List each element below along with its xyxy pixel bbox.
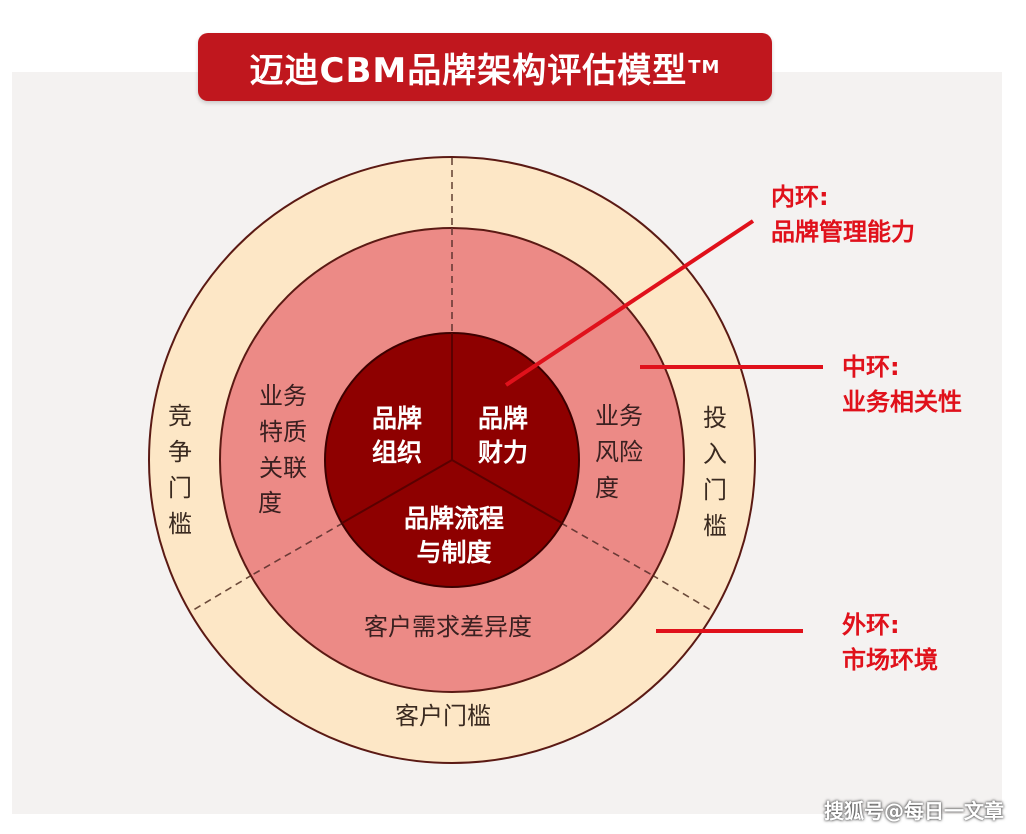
callout-middle-desc: 业务相关性: [842, 388, 962, 416]
outer-customer-label: 客户门槛: [395, 702, 491, 730]
callout-inner-desc: 品牌管理能力: [771, 218, 915, 246]
outer-investment-char3: 门: [703, 476, 727, 504]
callout-inner-line: [504, 219, 755, 387]
middle-risk-line3: 度: [595, 474, 619, 502]
outer-investment-char4: 槛: [703, 512, 727, 540]
middle-risk-line1: 业务: [595, 402, 643, 430]
middle-traits-line4: 度: [258, 489, 282, 517]
outer-competition-char1: 竞: [168, 402, 192, 430]
outer-investment-char2: 入: [703, 440, 727, 468]
middle-traits-line3: 关联: [259, 454, 307, 482]
outer-competition-char4: 槛: [168, 510, 192, 538]
trademark-mark: TM: [688, 56, 721, 78]
callout-outer-label: 外环:: [842, 611, 900, 639]
inner-divider-left: [341, 459, 453, 524]
inner-process-line2: 与制度: [416, 538, 491, 567]
middle-demand-line1: 客户需求差异度: [364, 613, 532, 641]
callout-middle-label: 中环:: [842, 353, 900, 381]
inner-process-line1: 品牌流程: [404, 504, 504, 533]
middle-divider-right: [560, 522, 653, 576]
outer-divider-left: [189, 574, 253, 613]
watermark-text: 搜狐号@每日一文章: [824, 799, 1004, 823]
inner-org-line2: 组织: [372, 438, 422, 467]
callout-inner-label: 内环:: [771, 183, 829, 211]
middle-traits-line1: 业务: [259, 382, 307, 410]
outer-competition-char2: 争: [168, 438, 192, 466]
middle-risk-line2: 风险: [595, 438, 643, 466]
callout-outer-desc: 市场环境: [842, 646, 938, 674]
middle-divider-left: [251, 522, 344, 576]
inner-org-line1: 品牌: [372, 404, 422, 433]
inner-divider-right: [451, 459, 563, 524]
outer-investment-char1: 投: [703, 404, 727, 432]
title-text: 迈迪CBM品牌架构评估模型: [249, 50, 688, 91]
inner-finance-line2: 财力: [478, 438, 528, 467]
middle-traits-line2: 特质: [259, 418, 307, 446]
outer-divider-right: [651, 574, 715, 613]
outer-competition-char3: 门: [168, 474, 192, 502]
inner-finance-line1: 品牌: [478, 404, 528, 433]
